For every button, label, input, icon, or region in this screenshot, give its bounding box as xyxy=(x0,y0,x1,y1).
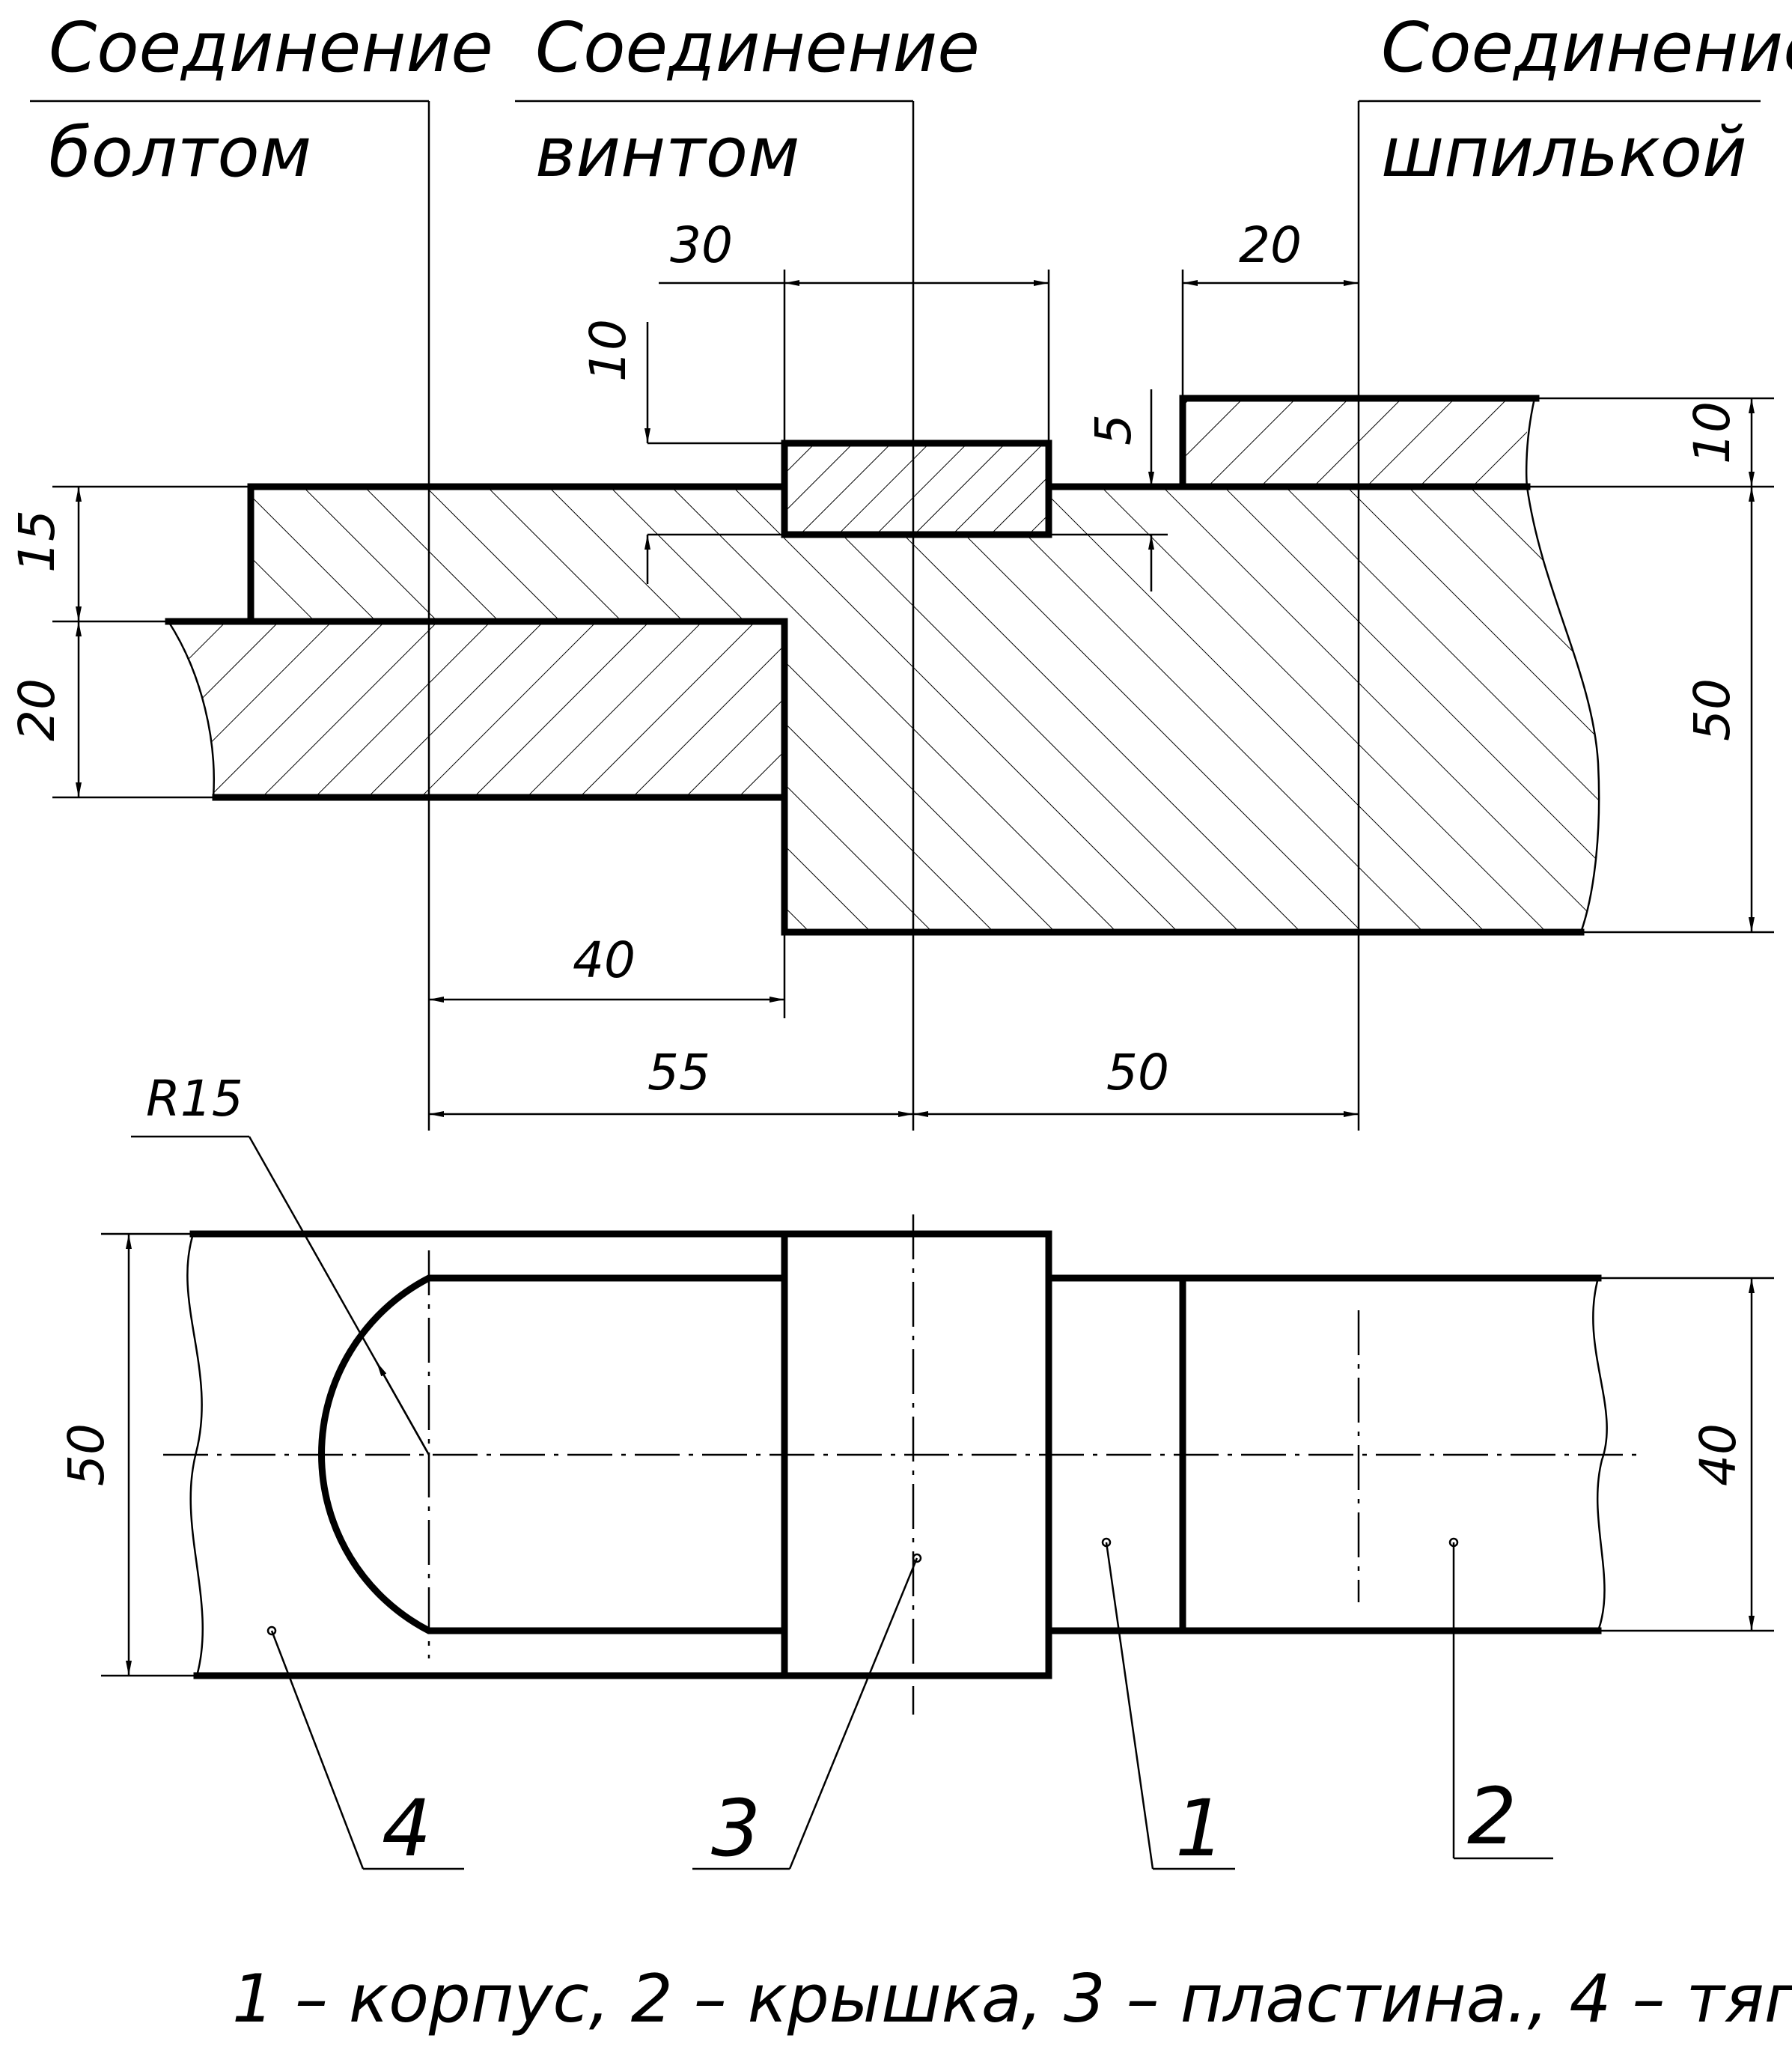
dim-screw-head-height: 10 xyxy=(579,319,637,382)
body-outline xyxy=(165,618,1585,936)
dim-bolt-to-screw: 55 xyxy=(647,1044,710,1101)
callout-1: 1 xyxy=(1101,1537,1235,1874)
screw-head-outline xyxy=(781,440,1052,538)
header-stud-line2: шпилькой xyxy=(1381,112,1747,192)
dim-screw-to-stud: 50 xyxy=(1106,1044,1169,1101)
header-screw: Соединение винтом xyxy=(515,7,980,192)
callout-2: 2 xyxy=(1448,1537,1553,1862)
callouts: 4 3 1 2 xyxy=(266,1537,1553,1874)
dim-body-height: 50 xyxy=(1683,678,1741,741)
callout-3-number: 3 xyxy=(711,1783,761,1874)
dim-step-gap: 5 xyxy=(1085,414,1142,445)
header-screw-line2: винтом xyxy=(535,112,799,192)
body-hatch xyxy=(251,487,1600,932)
dim-stud-plate-height: 10 xyxy=(1683,401,1741,464)
dim-rod-width: 50 xyxy=(58,1423,115,1486)
dim-cover-width: 40 xyxy=(1689,1423,1747,1486)
header-stud-line1: Соединение xyxy=(1381,7,1792,88)
rod-break-line xyxy=(186,1233,204,1676)
section-view xyxy=(165,101,1600,1131)
callout-3: 3 xyxy=(692,1553,922,1874)
lower-plate-hatch xyxy=(168,621,784,797)
header-bolt-line1: Соединение xyxy=(49,7,493,88)
dim-lower-plate-height: 20 xyxy=(8,678,66,741)
callout-4-number: 4 xyxy=(382,1783,431,1874)
r15-arrow xyxy=(375,1361,430,1456)
header-screw-line1: Соединение xyxy=(535,7,980,88)
dim-plate-overlap: 40 xyxy=(573,931,636,989)
dim-stud-offset: 20 xyxy=(1239,216,1302,274)
top-plate-hatch xyxy=(251,487,784,621)
body-break-line xyxy=(1592,1277,1608,1631)
break-line-right xyxy=(1525,398,1600,933)
dim-screw-width: 30 xyxy=(670,216,733,274)
callout-4: 4 xyxy=(266,1625,464,1874)
legend: 1 – корпус, 2 – крышка, 3 – пластина., 4… xyxy=(232,1960,1792,2037)
screw-head-hatch xyxy=(784,443,1049,535)
dim-top-plate-height: 15 xyxy=(8,510,66,573)
dimensions-section: 30 20 10 5 10 50 15 20 xyxy=(8,216,1774,1117)
dim-radius: R15 xyxy=(146,1070,243,1128)
plan-view: R15 50 40 xyxy=(58,1070,1774,1715)
callout-1-number: 1 xyxy=(1175,1783,1225,1874)
break-line-left xyxy=(167,621,215,798)
header-bolt-line2: болтом xyxy=(49,112,311,192)
header-bolt: Соединение болтом xyxy=(30,7,493,192)
callout-2-number: 2 xyxy=(1467,1771,1517,1862)
header-stud: Соединение шпилькой xyxy=(1359,7,1792,192)
